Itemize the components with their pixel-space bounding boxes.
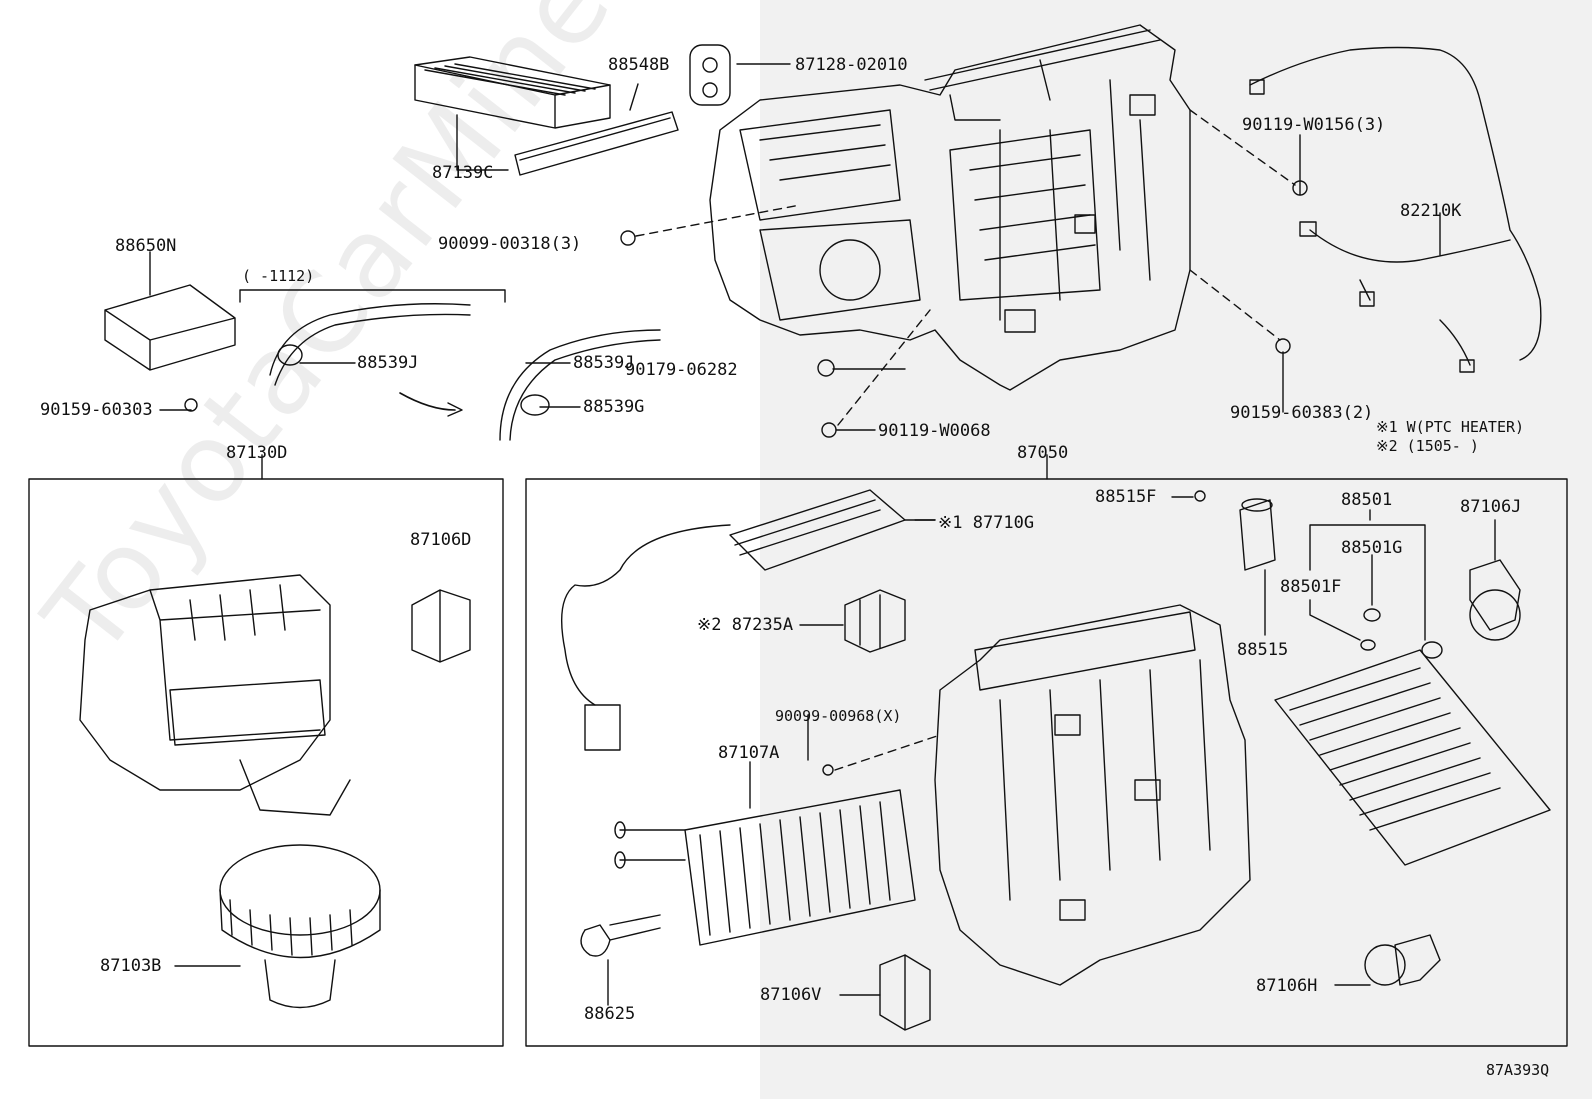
label-88501: 88501 [1341, 490, 1393, 510]
label-90159-60303: 90159-60303 [40, 400, 153, 420]
leader-lines-right [799, 496, 1194, 761]
note-1: ※1 W(PTC HEATER) [1376, 418, 1525, 436]
range-label: ( -1112) [242, 267, 315, 285]
label-88625: 88625 [584, 1004, 636, 1024]
label-90119-W0156: 90119-W0156(3) [1242, 115, 1386, 135]
label-90099-00968: 90099-00968(X) [775, 707, 902, 725]
grommet-88539G [520, 394, 550, 416]
dashed-leaders [635, 109, 1296, 771]
label-87107A: 87107A [718, 743, 780, 763]
group-label-left: 87130D [226, 443, 288, 463]
label-90159-60383: 90159-60383(2) [1230, 403, 1374, 423]
label-90179-06282: 90179-06282 [625, 360, 738, 380]
label-88650N: 88650N [115, 236, 177, 256]
servo-87106J [1469, 519, 1521, 641]
note-2: ※2 (1505- ) [1376, 437, 1479, 455]
air-filter-87139C [414, 56, 611, 129]
drain-hose-88539J-a [269, 303, 471, 386]
ptc-heater-87710G [560, 489, 936, 751]
group-box-left [28, 478, 504, 1047]
range-bracket [239, 289, 506, 303]
heater-core-87107A [614, 761, 916, 946]
label-88515: 88515 [1237, 640, 1289, 660]
label-88515F: 88515F [1095, 487, 1157, 507]
label-88548B: 88548B [608, 55, 670, 75]
label-88501F: 88501F [1280, 577, 1342, 597]
arrow [399, 392, 456, 411]
seal-87128 [689, 44, 731, 106]
label-87106J: 87106J [1460, 497, 1522, 517]
damper-87235A [844, 589, 906, 653]
filter-cover-88548B [514, 111, 679, 176]
group-label-right: 87050 [1017, 443, 1069, 463]
wire-harness-82210K [1249, 46, 1542, 373]
label-87710G: ※1 87710G [938, 513, 1035, 533]
label-88501G: 88501G [1341, 538, 1403, 558]
servo-87106H [1334, 934, 1441, 986]
label-87106H: 87106H [1256, 976, 1318, 996]
module-88650N [104, 284, 236, 371]
blower-motor-87103B [174, 844, 381, 1009]
screws [184, 180, 1308, 776]
label-90119-W0068: 90119-W0068 [878, 421, 991, 441]
label-88539J-b: 88539J [573, 353, 635, 373]
evaporator-88501 [1274, 509, 1551, 866]
sensor-88625 [580, 914, 661, 1006]
main-unit-87050 [934, 604, 1251, 986]
label-87106D: 87106D [410, 530, 472, 550]
label-87103B: 87103B [100, 956, 162, 976]
servo-87106V [839, 954, 931, 1031]
diagram-code: 87A393Q [1486, 1061, 1550, 1079]
label-90099-00318: 90099-00318(3) [438, 234, 582, 254]
label-82210K: 82210K [1400, 201, 1462, 221]
label-88539J-a: 88539J [357, 353, 419, 373]
expansion-valve-88515 [1239, 498, 1276, 636]
blower-case-87130D [79, 574, 351, 816]
leader-lines [149, 63, 1441, 480]
drain-hose-88539J-b [499, 329, 661, 441]
label-87139C: 87139C [432, 163, 494, 183]
label-87235A: ※2 87235A [697, 615, 794, 635]
arrow-head [447, 402, 463, 417]
damper-servo-87106D [411, 589, 471, 663]
label-88539G: 88539G [583, 397, 645, 417]
main-heater-unit [709, 24, 1191, 391]
label-87106V: 87106V [760, 985, 822, 1005]
label-87128-02010: 87128-02010 [795, 55, 908, 75]
